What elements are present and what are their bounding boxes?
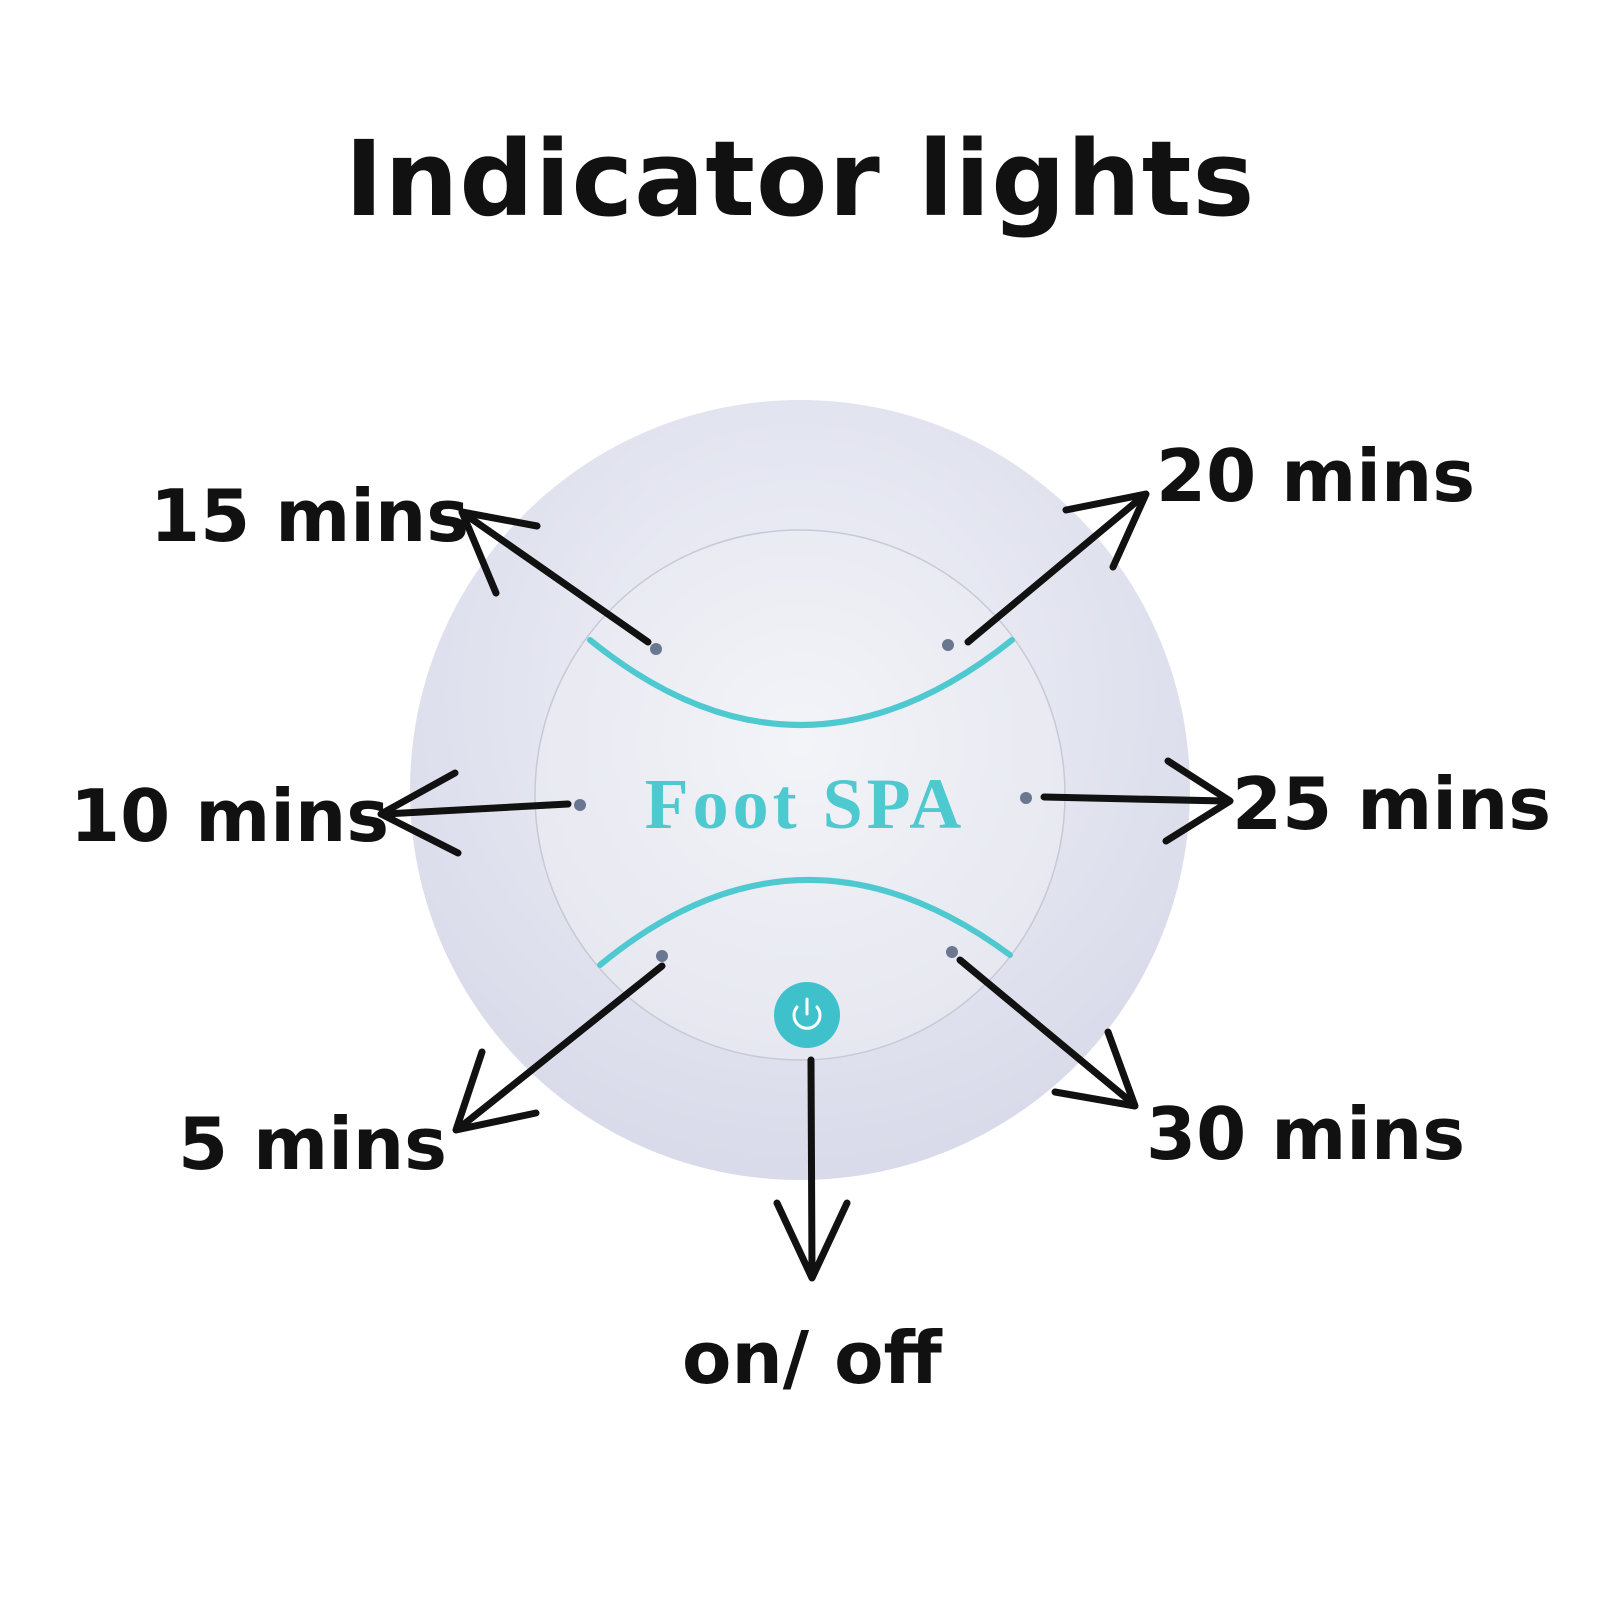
bottom-accent-arc xyxy=(597,877,1013,968)
label-30-mins: 30 mins xyxy=(1146,1092,1466,1176)
label-on-off: on/ off xyxy=(682,1316,942,1400)
arrow-15-mins xyxy=(458,508,652,646)
indicator-light-30 xyxy=(946,946,958,958)
indicator-light-10 xyxy=(574,799,586,811)
indicator-light-15 xyxy=(650,643,662,655)
power-button[interactable] xyxy=(774,982,840,1048)
indicator-light-20 xyxy=(942,639,954,651)
arrow-10-mins xyxy=(377,769,572,857)
label-15-mins: 15 mins xyxy=(150,474,470,558)
arrow-20-mins xyxy=(964,490,1150,646)
label-10-mins: 10 mins xyxy=(70,774,390,858)
power-icon xyxy=(792,997,822,1030)
label-20-mins: 20 mins xyxy=(1156,434,1476,518)
label-25-mins: 25 mins xyxy=(1232,762,1552,846)
arrow-5-mins xyxy=(452,962,666,1134)
indicator-light-25 xyxy=(1020,792,1032,804)
indicator-light-5 xyxy=(656,950,668,962)
top-accent-arc xyxy=(587,637,1015,728)
brand-text: Foot SPA xyxy=(645,764,966,844)
arrow-25-mins xyxy=(1040,757,1234,845)
label-5-mins: 5 mins xyxy=(178,1102,447,1186)
page-title: Indicator lights xyxy=(344,118,1256,240)
arrow-on-off xyxy=(773,1056,851,1282)
arrow-30-mins xyxy=(956,956,1139,1110)
